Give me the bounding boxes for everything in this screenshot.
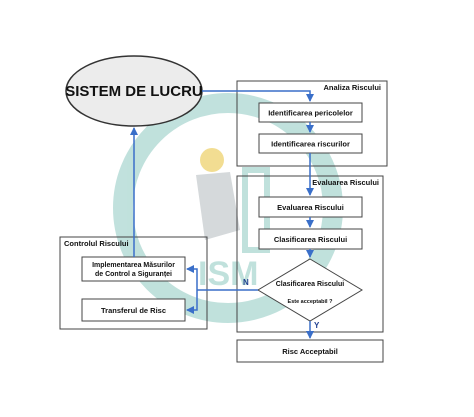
- edge-label-yes: Y: [314, 321, 320, 330]
- edge-label-no: N: [243, 278, 249, 287]
- analiza-group-title: Analiza Riscului: [323, 83, 381, 92]
- watermark-text: ISM: [198, 255, 258, 293]
- identify-hazards-label: Identificarea pericolelor: [268, 109, 353, 118]
- arrow-no-to-transfer: [186, 290, 198, 314]
- acceptable-risk-label: Risc Acceptabil: [282, 347, 338, 356]
- implement-controls-box: [81, 256, 186, 282]
- work-system-title: SISTEM DE LUCRU: [65, 83, 203, 100]
- arrow-system-to-analysis: [202, 90, 314, 102]
- acceptable-risk-box: [236, 339, 384, 363]
- classify-risk-label: Clasificarea Riscului: [274, 235, 347, 244]
- decision-question: Este acceptabil ?: [288, 299, 334, 305]
- decision-label: Clasificarea Riscului: [276, 281, 345, 288]
- control-group-title: Controlul Riscului: [64, 239, 129, 248]
- flow-arrows: [130, 90, 314, 339]
- risk-transfer-label: Transferul de Risc: [101, 306, 166, 315]
- evaluarea-group-title: Evaluarea Riscului: [312, 178, 379, 187]
- arrow-no-to-implement: [186, 265, 198, 290]
- identify-risks-label: Identificarea riscurilor: [271, 140, 350, 149]
- evaluate-risk-label: Evaluarea Riscului: [277, 203, 344, 212]
- risk-transfer-box: [81, 298, 186, 322]
- analiza-group-box: [236, 80, 388, 167]
